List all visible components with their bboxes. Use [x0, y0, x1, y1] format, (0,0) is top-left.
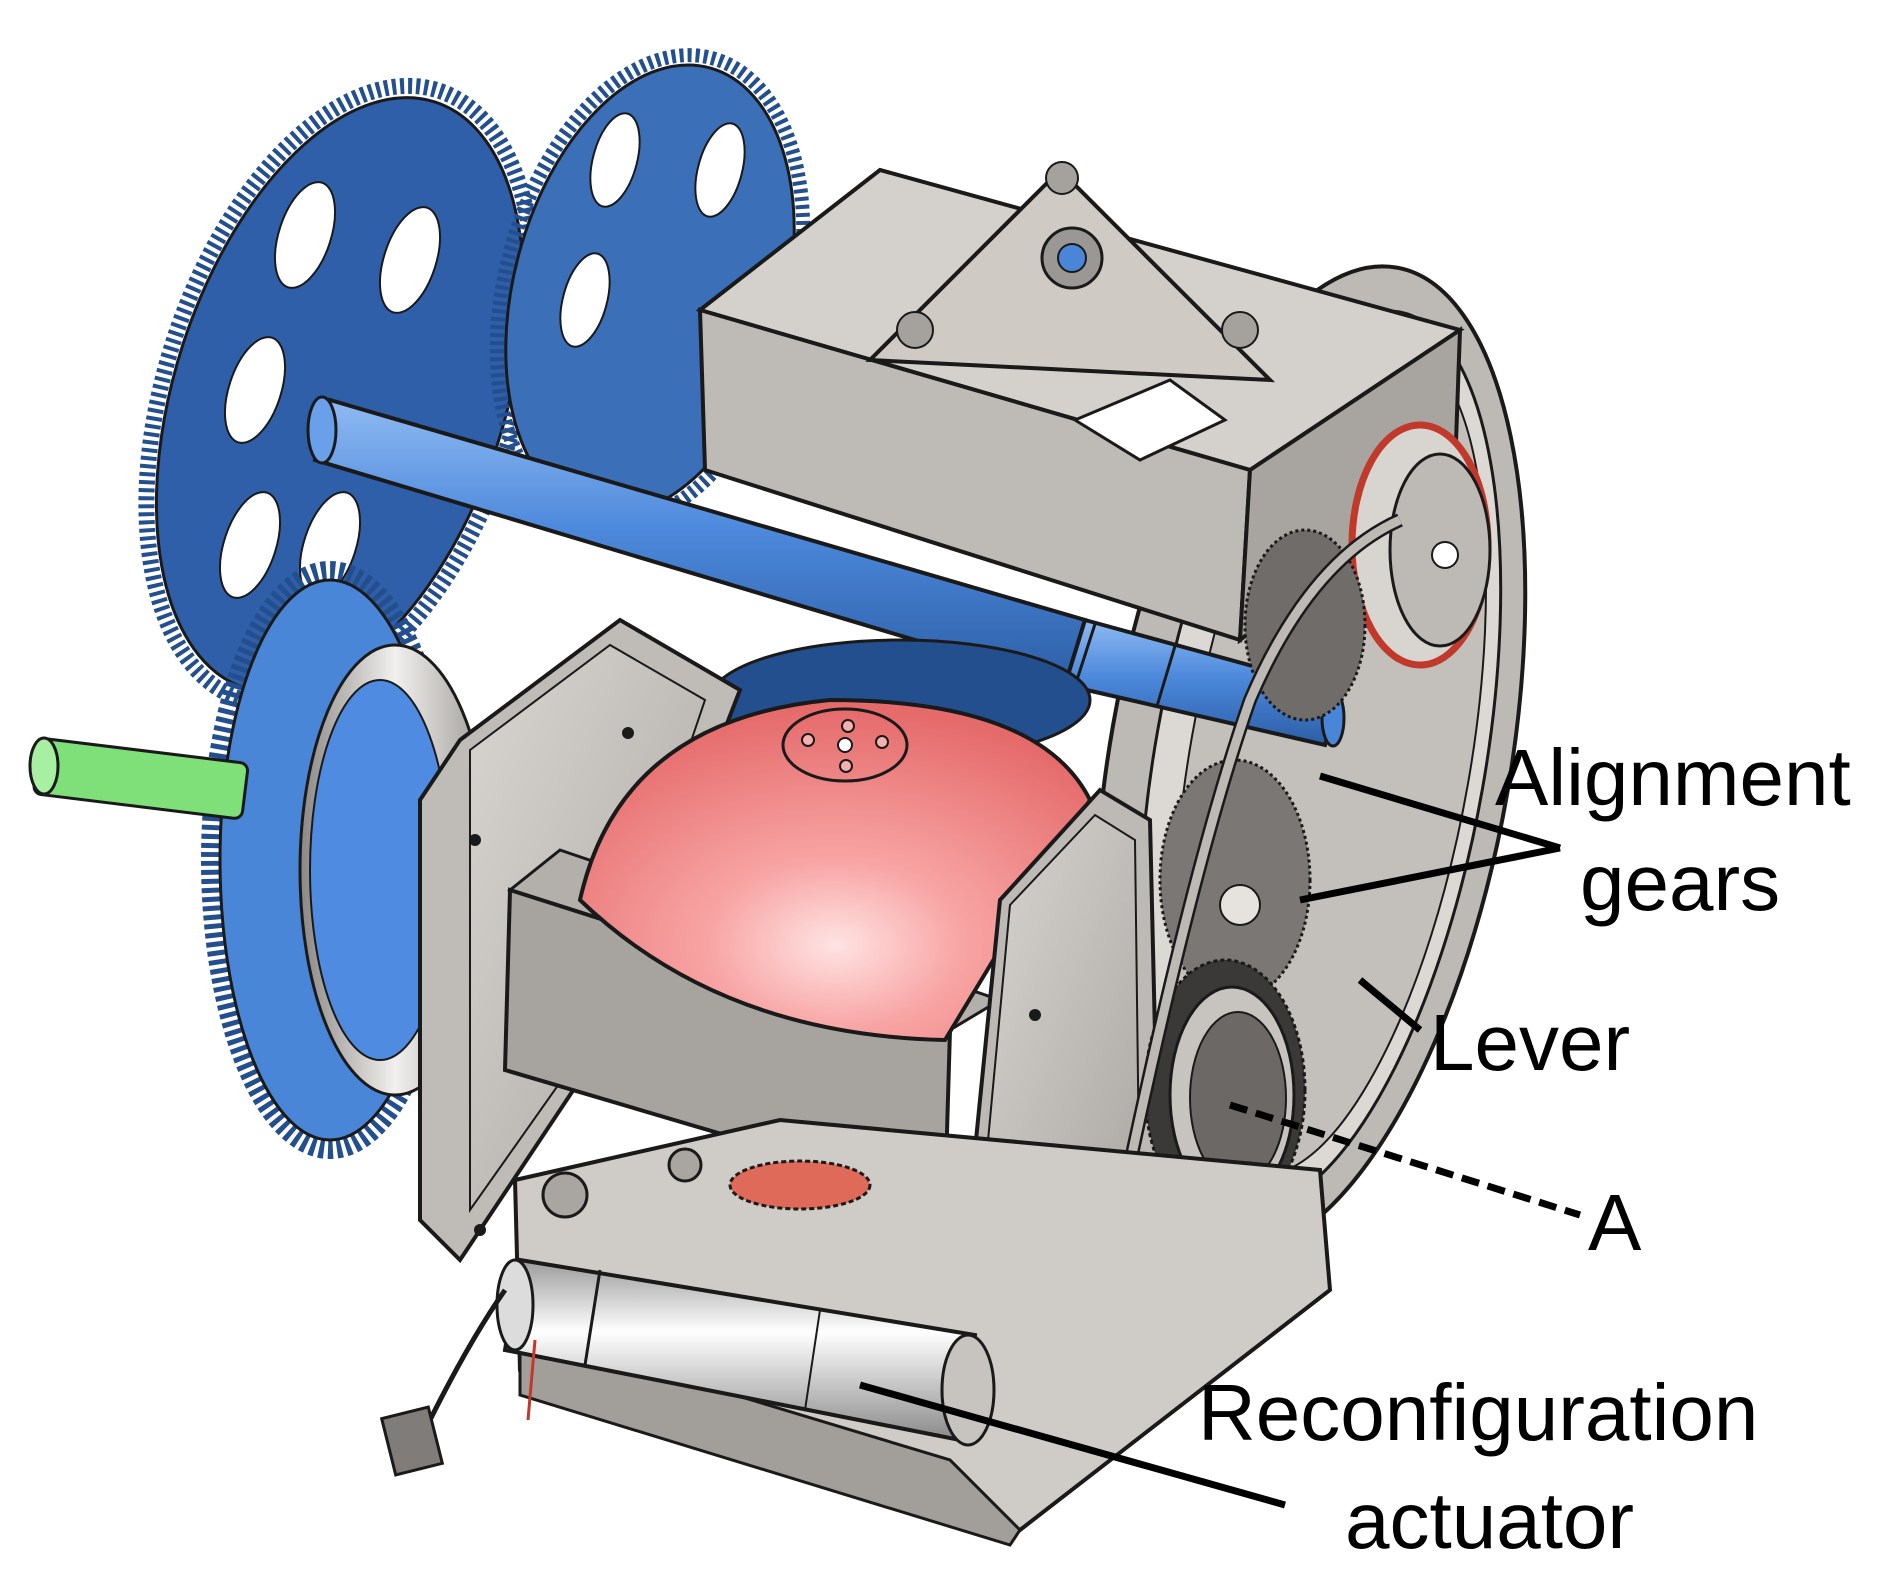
lever-leader	[1357, 977, 1423, 1033]
annotation-lines	[859, 772, 1582, 1509]
lever-arm-fill	[1085, 515, 1402, 1361]
pinion-gear	[728, 1159, 872, 1211]
a-leader	[1228, 1101, 1582, 1219]
label-a: A	[1588, 1178, 1642, 1267]
alignment-gears	[1158, 528, 1367, 1002]
label-reconfiguration-1: Reconfiguration	[1198, 1368, 1758, 1457]
top-housing-block	[695, 161, 1465, 645]
hemisphere-dome	[577, 697, 1093, 1043]
bearing-a	[1143, 958, 1307, 1222]
green-input-shaft	[28, 736, 250, 820]
reconfiguration-leader	[859, 1381, 1286, 1509]
label-alignment-gears-2: gears	[1580, 838, 1780, 927]
label-reconfiguration-2: actuator	[1345, 1476, 1634, 1565]
alignment-leader-upper	[1318, 772, 1562, 852]
right-bearing	[1348, 421, 1492, 669]
label-alignment-gears-1: Alignment	[1495, 733, 1851, 822]
rear-spur-gear	[138, 77, 542, 713]
motor-cable	[379, 1288, 537, 1477]
alignment-leader-lower	[1299, 844, 1561, 904]
label-lever: Lever	[1430, 998, 1630, 1087]
